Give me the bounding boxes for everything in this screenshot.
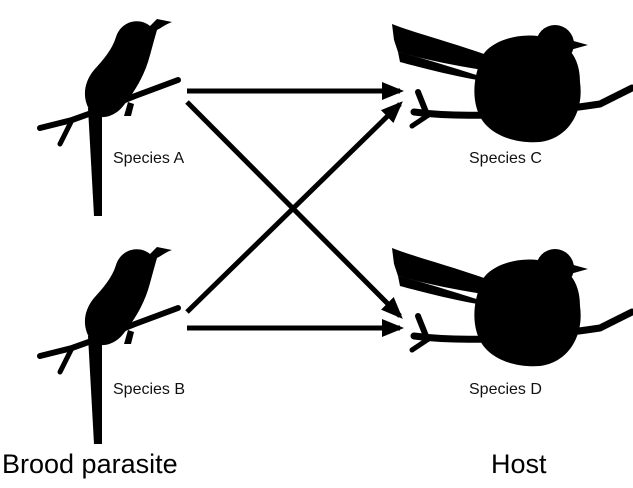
species-a-label: Species A — [113, 150, 185, 167]
brood-parasite-heading: Brood parasite — [2, 449, 178, 479]
species-d-host-bird-icon — [392, 248, 632, 366]
species-d-label: Species D — [469, 381, 542, 398]
species-b-cuckoo-icon — [40, 247, 178, 444]
arrow-b-to-c — [185, 101, 403, 314]
species-c-host-bird-icon — [392, 24, 632, 142]
host-heading: Host — [491, 449, 547, 479]
species-a-cuckoo-icon — [40, 19, 178, 216]
species-c-label: Species C — [469, 150, 542, 167]
species-b-label: Species B — [113, 381, 186, 398]
